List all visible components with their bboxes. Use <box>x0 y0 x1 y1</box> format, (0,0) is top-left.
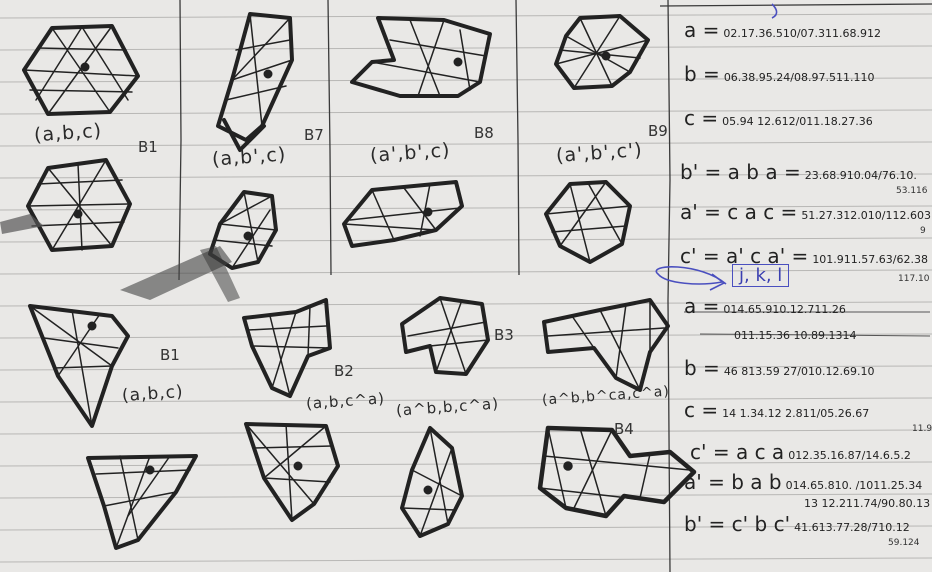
cycle-b-prime-top: b' = a b a =23.68.910.04/76.10. <box>680 160 917 184</box>
figure-top-2 <box>218 14 292 150</box>
boxed-label: j, k, l <box>732 264 789 287</box>
figure-top-7 <box>344 182 462 246</box>
cycle-note-3: 117.10 <box>898 274 930 284</box>
cycle-a-top: a =02.17.36.510/07.311.68.912 <box>684 18 881 42</box>
cycle-a-prime-bottom-2: 13 12.211.74/90.80.13 <box>800 488 930 512</box>
figure-id-top-1: B1 <box>138 138 158 156</box>
figure-id-bottom-1: B1 <box>160 346 180 364</box>
cycle-b-top: b =06.38.95.24/08.97.511.110 <box>684 62 874 86</box>
figure-top-1 <box>24 26 138 114</box>
cycle-note-5: 59.124 <box>888 538 920 548</box>
cycle-note-4: 11.9 <box>912 424 932 434</box>
figure-id-top-4: B9 <box>648 122 668 140</box>
figure-bottom-6 <box>246 424 338 520</box>
figure-bottom-8 <box>540 428 694 516</box>
figure-bottom-1 <box>30 306 128 426</box>
figure-id-bottom-2: B2 <box>334 362 354 380</box>
figure-bottom-2 <box>244 300 330 396</box>
figure-id-bottom-4: B4 <box>614 420 634 438</box>
figure-id-bottom-3: B3 <box>494 326 514 344</box>
figure-bottom-7 <box>402 428 462 536</box>
top-polyhedra <box>24 14 648 268</box>
figure-id-top-2: B7 <box>304 126 324 144</box>
figure-top-5 <box>28 160 130 250</box>
cycle-a-bottom-2: 011.15.36 10.89.1314 <box>730 320 856 344</box>
cycle-c-prime-top: c' = a' c a' =101.911.57.63/62.38 <box>680 244 928 268</box>
figure-label-bottom-1: (a,b,c) <box>121 382 184 406</box>
figure-top-3 <box>352 18 490 96</box>
figure-bottom-5 <box>88 456 196 548</box>
cycle-note-2: 9 <box>920 226 926 236</box>
cycle-note-1: 53.116 <box>896 186 928 196</box>
cycle-c-top: c =05.94 12.612/011.18.27.36 <box>684 106 873 130</box>
cycle-c-bottom: c =14 1.34.12 2.811/05.26.67 <box>684 398 869 422</box>
figure-top-8 <box>546 182 630 262</box>
figure-top-4 <box>556 16 648 88</box>
cycle-b-prime-bottom: b' = c' b c'41.613.77.28/710.12 <box>684 512 910 536</box>
cycle-b-bottom: b =46 813.59 27/010.12.69.10 <box>684 356 874 380</box>
figure-bottom-4 <box>544 300 668 390</box>
cycle-a-bottom: a =014.65.910.12.711.26 <box>684 294 846 318</box>
cycle-a-prime-top: a' = c a c =51.27.312.010/112.603 <box>680 200 931 224</box>
figure-id-top-3: B8 <box>474 124 494 142</box>
